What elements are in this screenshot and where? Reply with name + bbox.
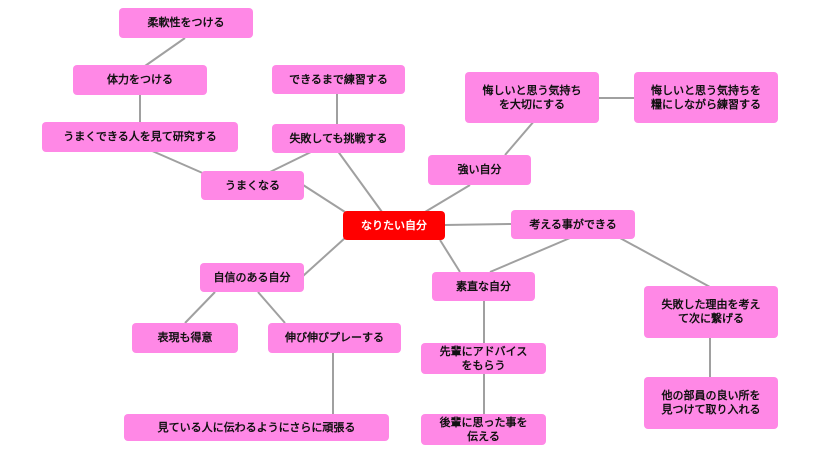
link-center-shippai [336,149,383,213]
node-tairyoku: 体力をつける [73,65,207,95]
node-hyogen: 表現も得意 [132,323,238,353]
node-kohai-label: 後輩に思った事を 伝える [439,415,528,443]
link-center-tsuyoi [424,184,471,213]
node-senpai: 先輩にアドバイス をもらう [421,343,546,374]
node-shippai: 失敗しても挑戦する [272,124,405,153]
link-tairyoku-junan [144,37,186,67]
node-kenkyu: うまくできる人を見て研究する [42,122,238,152]
link-center-umaku [299,182,346,213]
node-junan: 柔軟性をつける [119,8,253,38]
link-jishin-hyogen [184,291,216,324]
node-jishin: 自信のある自分 [200,263,304,292]
node-miteiru: 見ている人に伝わるようにさらに頑張る [124,414,389,441]
node-kate: 悔しいと思う気持ちを 糧にしながら練習する [634,72,778,123]
node-senpai-label: 先輩にアドバイス をもらう [439,344,528,372]
node-buin: 他の部員の良い所を 見つけて取り入れる [644,377,778,429]
link-tsuyoi-kuyashii [504,119,536,156]
node-umaku: うまくなる [201,171,304,200]
node-buin-label: 他の部員の良い所を 見つけて取り入れる [661,389,761,416]
node-dekiru: できるまで練習する [272,65,405,94]
node-kohai: 後輩に思った事を 伝える [421,414,546,445]
link-kangaeru-sunao [489,237,571,273]
node-center: なりたい自分 [343,211,445,240]
node-kuyashii-label: 悔しいと思う気持ち を大切にする [482,83,582,111]
link-center-sunao [439,239,461,273]
node-sunao: 素直な自分 [432,272,535,301]
link-umaku-shippai [269,149,316,173]
link-kangaeru-riyuu [619,237,711,288]
node-kuyashii: 悔しいと思う気持ち を大切にする [465,72,599,123]
node-riyuu: 失敗した理由を考え て次に繋げる [644,286,778,338]
node-kate-label: 悔しいと思う気持ちを 糧にしながら練習する [651,83,761,111]
link-center-jishin [302,237,346,277]
node-tsuyoi: 強い自分 [428,155,531,185]
link-center-kangaeru [444,223,513,226]
node-kangaeru: 考える事ができる [511,210,635,239]
node-riyuu-label: 失敗した理由を考え て次に繋げる [661,298,761,325]
node-nobi: 伸び伸びプレーする [268,323,401,353]
link-jishin-nobi [257,291,286,324]
